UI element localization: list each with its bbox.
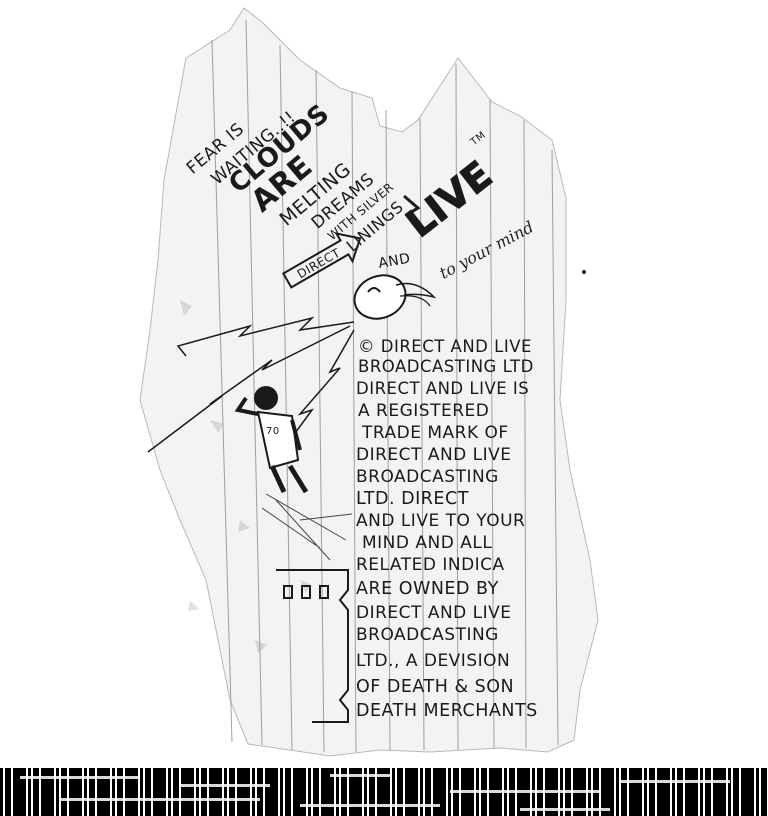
ruled-lines — [211, 19, 559, 753]
copyright-line: DIRECT AND LIVE — [356, 445, 512, 465]
copyright-line: ARE OWNED BY — [356, 579, 499, 599]
and-word: AND — [377, 251, 412, 272]
ink-dot — [582, 270, 586, 274]
copyright-line: TRADE MARK OF — [361, 423, 509, 443]
copyright-block: © DIRECT AND LIVE BROADCASTING LTD DIREC… — [356, 337, 538, 721]
scan-noise-strip — [0, 768, 768, 816]
torn-paper — [139, 7, 599, 757]
copyright-line: LTD., A DEVISION — [356, 651, 510, 671]
copyright-line: DIRECT AND LIVE IS — [356, 379, 529, 398]
lightning-bolt-icon — [403, 194, 428, 234]
lightning-beams — [147, 316, 355, 453]
copyright-line: BROADCASTING LTD — [358, 357, 534, 376]
copyright-line: A REGISTERED — [358, 401, 489, 421]
copyright-line: DEATH MERCHANTS — [356, 701, 538, 721]
copyright-line: © DIRECT AND LIVE — [358, 337, 532, 356]
building-drawing-icon — [276, 569, 349, 723]
copyright-line: RELATED INDICA — [356, 555, 505, 575]
jersey-number: 70 — [266, 426, 280, 437]
copyright-line: MIND AND ALL — [362, 533, 492, 553]
copyright-line: BROADCASTING — [356, 625, 499, 645]
copyright-line: OF DEATH & SON — [356, 677, 514, 697]
copyright-line: DIRECT AND LIVE — [356, 603, 512, 623]
copyright-line: BROADCASTING — [356, 467, 499, 487]
satellite-dish-icon — [353, 274, 437, 320]
figure-drawing-icon: 70 — [234, 386, 353, 561]
copyright-line: LTD. DIRECT — [356, 489, 469, 509]
copyright-line: AND LIVE TO YOUR — [356, 511, 525, 531]
